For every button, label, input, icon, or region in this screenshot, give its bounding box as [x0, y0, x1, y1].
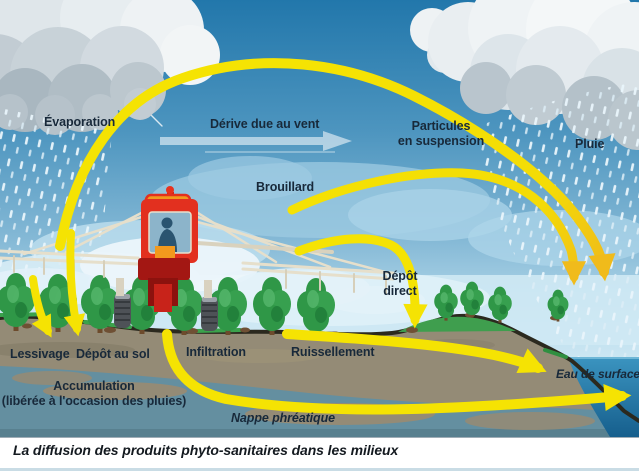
- label-evaporation: Évaporation: [44, 115, 116, 129]
- arrow-infiltration-nappe: [162, 329, 632, 415]
- label-pluie: Pluie: [575, 137, 605, 151]
- label-ruissellement: Ruissellement: [291, 345, 375, 359]
- tractor-wheel: [114, 294, 218, 331]
- label-nappe-phreatique: Nappe phréatique: [231, 411, 335, 425]
- left-rain-cloud-icon: [0, 0, 220, 135]
- arrow-depot-au-sol: [63, 229, 86, 337]
- arrow-lessivage: [29, 275, 52, 338]
- label-derive-due-au-vent: Dérive due au vent: [210, 117, 320, 131]
- diagram-caption: La diffusion des produits phyto-sanitair…: [13, 442, 399, 458]
- arrow-depot-direct: [294, 234, 428, 329]
- tractor-body: [138, 186, 198, 312]
- label-brouillard: Brouillard: [256, 180, 315, 194]
- label-eau-de-surface: Eau de surface: [556, 367, 639, 381]
- flow-arrows: [29, 58, 632, 415]
- wind-arrow: [160, 131, 352, 153]
- label-depot-direct: Dépôt direct: [382, 269, 418, 298]
- caption-rule: [0, 468, 639, 471]
- label-depot-au-sol: Dépôt au sol: [76, 347, 150, 361]
- label-accumulation: Accumulation (libérée à l'occasion des p…: [1, 379, 187, 408]
- label-particules-en-suspension: Particules en suspension: [397, 119, 485, 148]
- arrow-ruissellement: [282, 329, 547, 374]
- scene-illustration: [0, 0, 639, 437]
- arrow-brouillard-particules: [287, 168, 587, 286]
- arrow-evaporation-derive-pluie: [55, 58, 616, 282]
- label-infiltration: Infiltration: [186, 345, 246, 359]
- caption-bar: La diffusion des produits phyto-sanitair…: [0, 437, 639, 471]
- label-lessivage: Lessivage: [10, 347, 70, 361]
